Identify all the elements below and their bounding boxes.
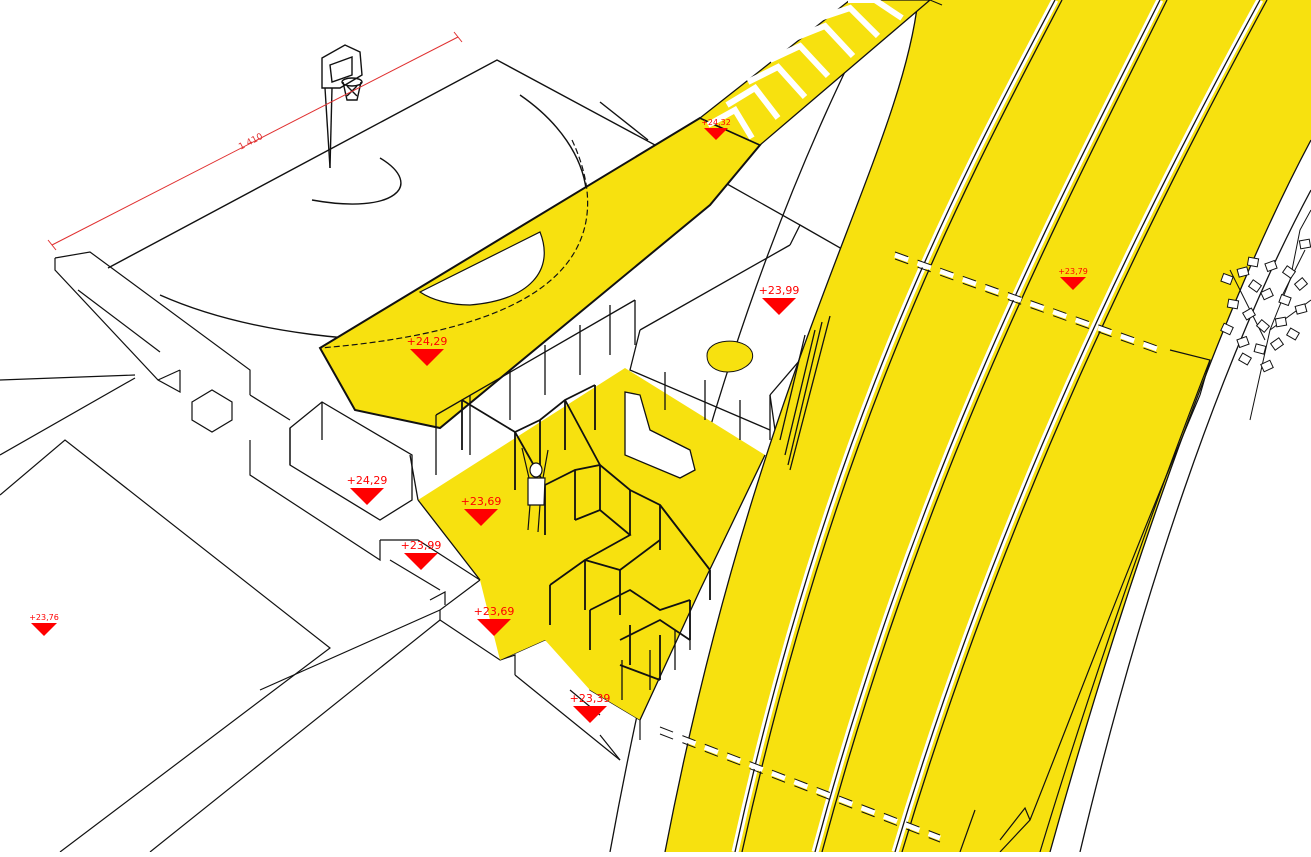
dimension-line: 1 410 (47, 31, 463, 251)
elevation-marker-10: +23,76 (29, 613, 59, 636)
road-edges (609, 0, 1311, 853)
court-key-disc (418, 231, 545, 306)
chevron-bridge (698, 0, 943, 146)
climbing-person-icon (521, 447, 549, 533)
elevation-label: +24,32 (701, 118, 731, 127)
elevation-label: +24,29 (407, 335, 448, 348)
elevation-marker-3: +23,99 (759, 284, 800, 315)
elevation-label: +24,29 (347, 474, 388, 487)
road-crossing-dashes (659, 252, 1161, 841)
elevation-marker-4: +23,79 (1058, 267, 1088, 290)
fence-posts (289, 299, 831, 700)
elevation-label: +23,99 (759, 284, 800, 297)
basketball-hoop-icon (321, 44, 363, 169)
elevation-label: +23,39 (570, 692, 611, 705)
elevation-label: +23,99 (401, 539, 442, 552)
elevation-label: +23,69 (461, 495, 502, 508)
elevation-marker-6: +23,69 (461, 495, 502, 526)
terrace-blob (706, 340, 754, 373)
elevation-marker-7: +23,99 (401, 539, 442, 570)
elevation-label: +23,79 (1058, 267, 1088, 276)
court-arc-dashed (319, 139, 589, 349)
elevation-marker-5: +24,29 (347, 474, 388, 505)
tree-icon (1220, 209, 1311, 421)
elevation-label: +23,76 (29, 613, 59, 622)
elevation-label: +23,69 (474, 605, 515, 618)
road-right-walkway (959, 349, 1211, 853)
elevation-marker-2: +24,29 (407, 335, 448, 366)
elevation-marker-9: +23,39 (570, 692, 611, 723)
dimension-label: 1 410 (237, 132, 265, 153)
climbing-frame (461, 384, 711, 681)
elevation-marker-1: +24,32 (701, 118, 731, 140)
elevation-marker-8: +23,69 (474, 605, 515, 636)
ramp-surface (318, 116, 762, 430)
road-crossing-dash-edges (659, 251, 1161, 843)
